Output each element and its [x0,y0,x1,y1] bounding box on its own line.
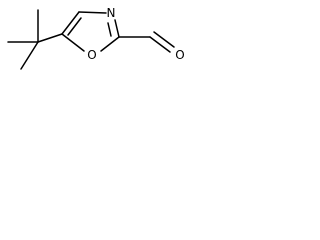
bond-c5-c4 [61,11,80,35]
bond-n3-c2 [114,19,120,38]
bond-o1-c5 [61,33,85,52]
aldehyde-oxygen-label: O [175,48,184,62]
bond-c2-o1 [100,36,120,52]
chemical-structure: N O O [7,6,185,70]
bond-c5-c4-double [67,17,82,36]
bond-tbutyl-methyl-bottom [20,41,39,70]
ring-oxygen-label: O [87,48,96,62]
bond-n3-c2-double [107,22,112,37]
ring-nitrogen-label: N [107,6,116,20]
bond-tbutyl-to-ring [37,33,63,43]
bond-cho-o [149,36,171,53]
bond-c4-n3 [78,11,107,14]
bond-cho-o-double [153,31,175,48]
